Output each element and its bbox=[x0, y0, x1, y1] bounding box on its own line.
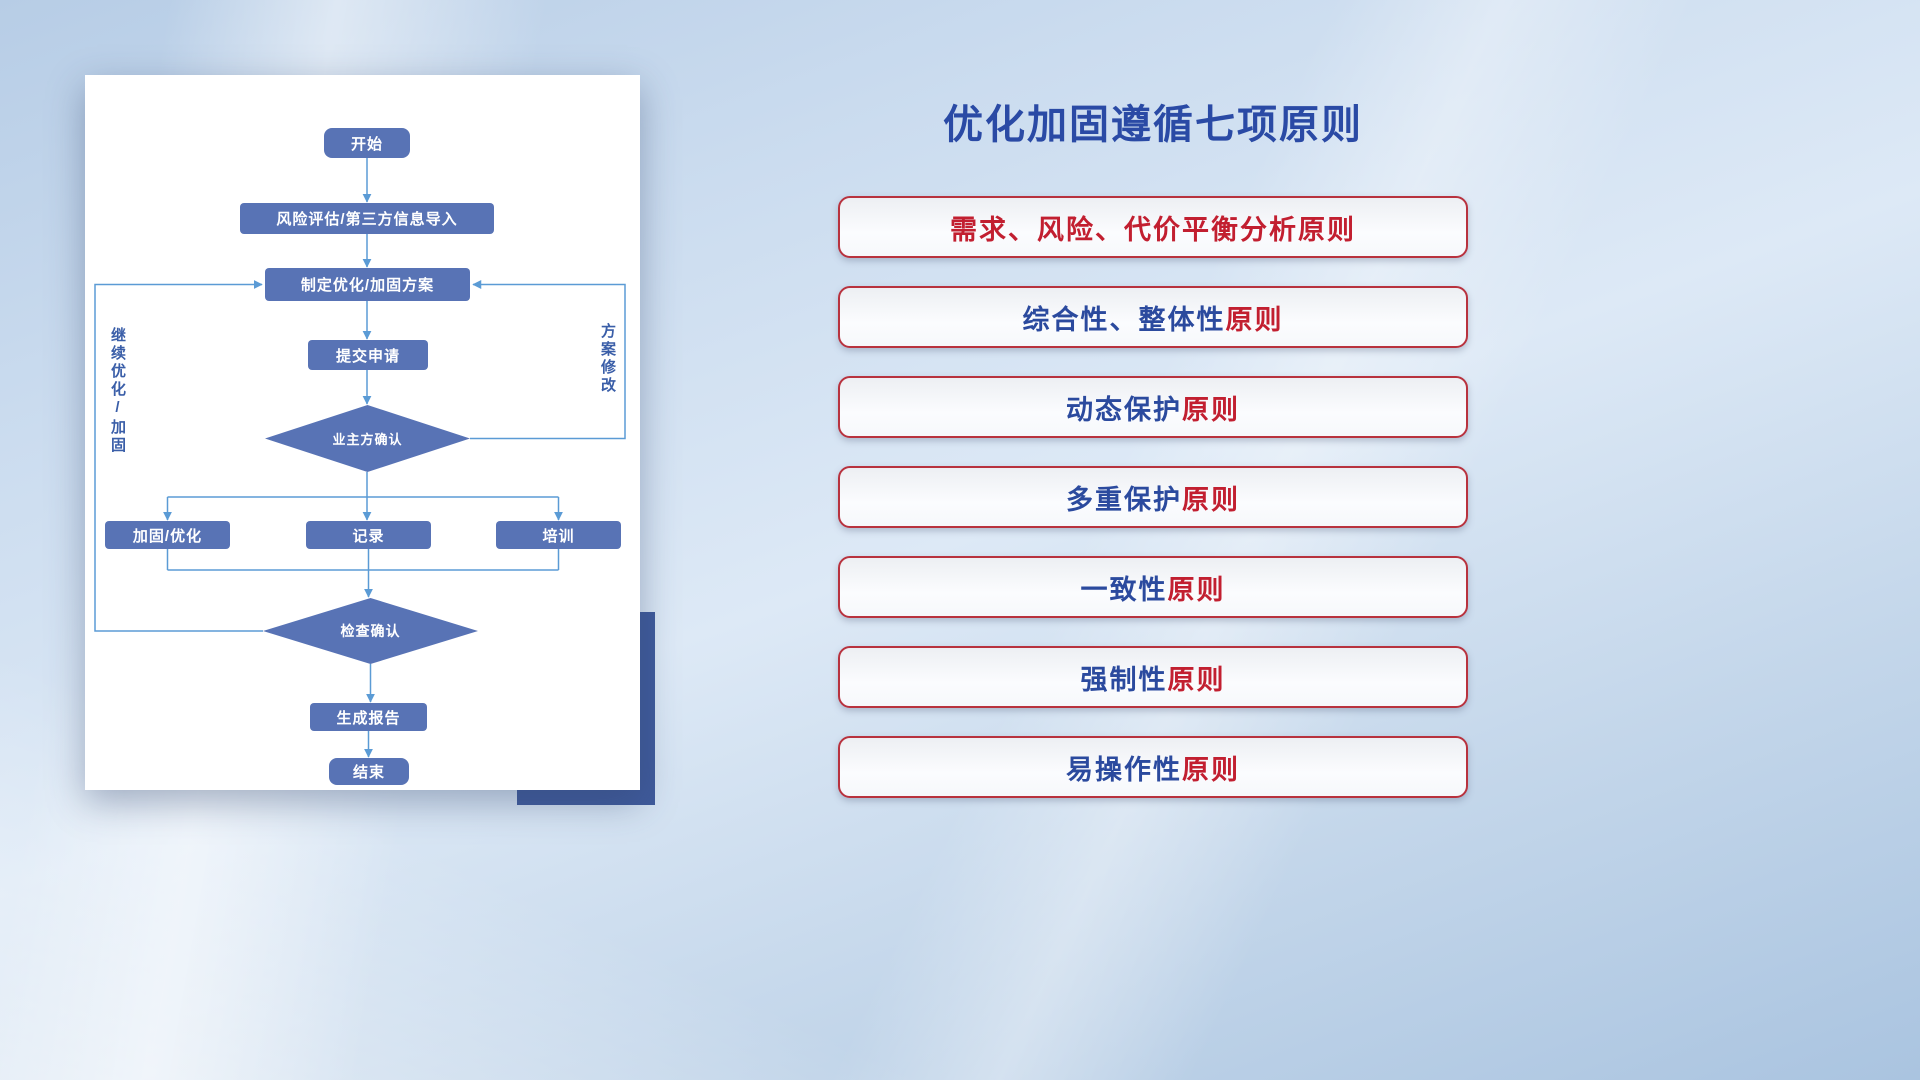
flow-node-end: 结束 bbox=[329, 758, 409, 785]
principle-text: 原则 bbox=[1182, 394, 1240, 425]
flow-node-risk-import: 风险评估/第三方信息导入 bbox=[240, 203, 494, 234]
principle-box: 强制性原则 bbox=[838, 646, 1468, 708]
flow-node-report: 生成报告 bbox=[310, 703, 427, 731]
principle-text: 动态保护 bbox=[1066, 394, 1182, 425]
principle-text: 原则 bbox=[1182, 754, 1240, 785]
principles-list: 需求、风险、代价平衡分析原则综合性、整体性原则动态保护原则多重保护原则一致性原则… bbox=[838, 196, 1468, 826]
flow-node-submit: 提交申请 bbox=[308, 340, 428, 370]
principle-text: 易操作性 bbox=[1066, 754, 1182, 785]
principle-box: 综合性、整体性原则 bbox=[838, 286, 1468, 348]
left-loop-label: 继续优化/加固 bbox=[109, 327, 126, 455]
flow-node-training: 培训 bbox=[496, 521, 621, 549]
principle-box: 动态保护原则 bbox=[838, 376, 1468, 438]
principle-box: 多重保护原则 bbox=[838, 466, 1468, 528]
flow-node-reinforce: 加固/优化 bbox=[105, 521, 230, 549]
flowchart-card: 开始 风险评估/第三方信息导入 制定优化/加固方案 提交申请 业主方确认 加固/… bbox=[85, 75, 640, 790]
flow-node-start: 开始 bbox=[324, 128, 410, 158]
principle-box: 一致性原则 bbox=[838, 556, 1468, 618]
flow-connectors bbox=[94, 158, 626, 758]
principle-text: 多重保护 bbox=[1066, 484, 1182, 515]
principle-text: 综合性、整体性 bbox=[1022, 304, 1226, 335]
principle-box: 需求、风险、代价平衡分析原则 bbox=[838, 196, 1468, 258]
principle-text: 原则 bbox=[1167, 574, 1226, 605]
principle-text: 需求、风险、代价平衡分析原则 bbox=[950, 214, 1356, 245]
right-loop-label: 方案修改 bbox=[599, 323, 616, 395]
flow-node-make-plan: 制定优化/加固方案 bbox=[265, 268, 470, 301]
principle-text: 原则 bbox=[1167, 664, 1226, 695]
slide-title: 优化加固遵循七项原则 bbox=[943, 103, 1363, 147]
principle-text: 一致性 bbox=[1080, 574, 1168, 605]
flow-node-record: 记录 bbox=[306, 521, 431, 549]
principle-box: 易操作性原则 bbox=[838, 736, 1468, 798]
principle-text: 强制性 bbox=[1080, 664, 1168, 695]
principle-text: 原则 bbox=[1225, 304, 1284, 335]
principle-text: 原则 bbox=[1182, 484, 1240, 515]
